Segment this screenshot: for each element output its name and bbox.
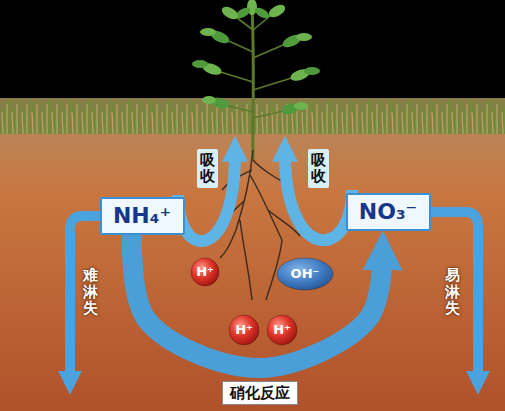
leaf: [296, 33, 312, 41]
node-text: NH₄⁺: [113, 203, 171, 228]
leach-arrow: [70, 216, 112, 378]
ion-outline: [191, 258, 219, 286]
leach-arrow: [415, 212, 478, 378]
node-text: OH⁻: [291, 267, 320, 282]
leach-label: 难淋失: [81, 265, 100, 319]
ion-outline: [267, 315, 297, 345]
ion-box: NO₃⁻: [346, 193, 431, 231]
absorb-label: 吸收: [308, 149, 329, 188]
leaf: [202, 96, 216, 104]
edge-label: 硝化反应: [222, 381, 298, 405]
leaf: [253, 6, 271, 21]
leaf: [192, 60, 208, 68]
ion-circle: H⁺: [228, 314, 260, 346]
node-text: H⁺: [273, 323, 291, 338]
leaf: [304, 67, 320, 75]
plant: [192, 0, 320, 160]
absorb-label: 吸收: [197, 149, 218, 188]
leaf: [200, 28, 216, 36]
ion-ellipse: OH⁻: [276, 257, 334, 291]
ion-outline: [229, 315, 259, 345]
ion-outline: [277, 258, 333, 290]
nitrification-arrow: [132, 235, 383, 368]
leaf: [220, 4, 241, 22]
ion-circle: H⁺: [190, 257, 220, 287]
ion-box: NH₄⁺: [100, 197, 185, 235]
node-text: H⁺: [235, 323, 253, 338]
leaf: [267, 2, 288, 20]
node-text: H⁺: [196, 265, 214, 280]
ion-circle: H⁺: [266, 314, 298, 346]
leaf: [294, 102, 308, 110]
node-text: NO₃⁻: [359, 199, 417, 224]
leach-label: 易淋失: [443, 265, 462, 319]
